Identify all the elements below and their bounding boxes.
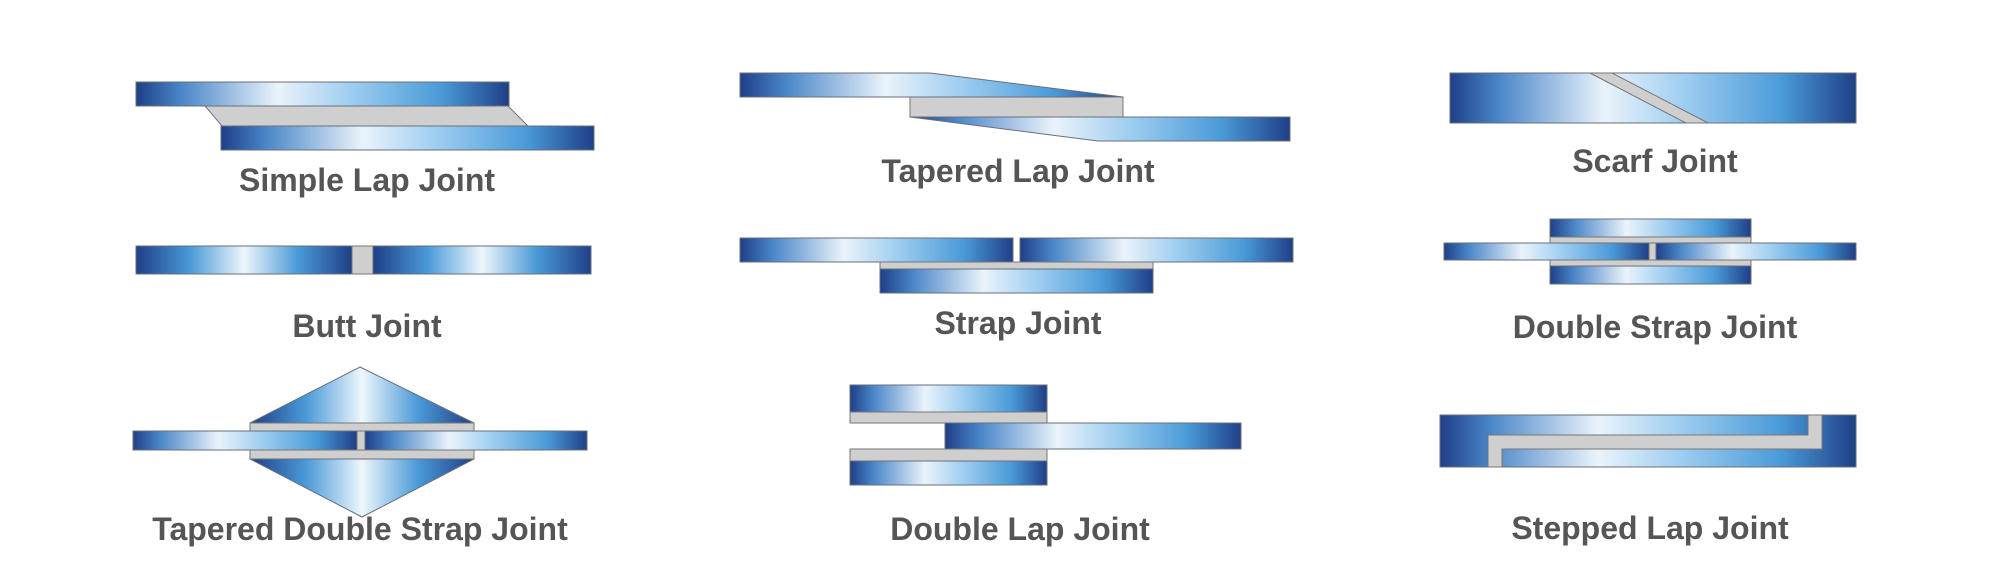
double-strap-joint: Double Strap Joint <box>1443 218 1857 345</box>
bottom-tapered-strap <box>249 458 475 518</box>
double-strap-joint-label: Double Strap Joint <box>1513 309 1798 345</box>
top-tapered-strap <box>249 366 475 424</box>
scarf-joint-label: Scarf Joint <box>1572 143 1738 179</box>
bottom-adhesive <box>849 448 1048 462</box>
strap-plate <box>879 268 1154 294</box>
butt-joint-label: Butt Joint <box>292 308 442 344</box>
scarf-joint: Scarf Joint <box>1449 72 1857 179</box>
left-plate <box>135 245 353 275</box>
left-plate <box>739 237 1014 263</box>
double-lap-joint-label: Double Lap Joint <box>890 511 1150 547</box>
right-plate <box>1019 237 1294 263</box>
simple-lap-joint-label: Simple Lap Joint <box>239 162 495 198</box>
gap-adhesive <box>356 430 366 451</box>
bottom-strap <box>1549 265 1752 285</box>
tapered-lap-joint: Tapered Lap Joint <box>739 72 1291 189</box>
stepped-lap-joint: Stepped Lap Joint <box>1439 414 1857 546</box>
lower-tapered-plate <box>909 116 1291 142</box>
lower-plate <box>220 125 595 151</box>
adhesive-layer <box>203 105 530 127</box>
top-strap <box>1549 218 1752 238</box>
adhesive-layer <box>351 245 374 275</box>
left-plate <box>132 430 358 451</box>
upper-tapered-plate <box>739 72 1124 98</box>
left-plate <box>1443 242 1650 261</box>
tapered-lap-joint-label: Tapered Lap Joint <box>881 153 1155 189</box>
strap-joint: Strap Joint <box>739 237 1294 341</box>
bottom-plate <box>849 460 1048 486</box>
middle-plate <box>944 422 1242 450</box>
tapered-double-strap-joint-label: Tapered Double Strap Joint <box>152 511 568 547</box>
top-adhesive <box>849 411 1048 424</box>
double-lap-joint: Double Lap Joint <box>849 384 1242 547</box>
butt-joint: Butt Joint <box>135 245 592 344</box>
right-plate <box>1655 242 1857 261</box>
gap-adhesive <box>1648 242 1657 261</box>
top-adhesive <box>249 422 475 432</box>
top-adhesive <box>1549 236 1752 244</box>
stepped-adhesive <box>1487 414 1823 468</box>
stepped-lap-joint-label: Stepped Lap Joint <box>1511 510 1789 546</box>
tapered-double-strap-joint: Tapered Double Strap Joint <box>132 366 588 547</box>
top-plate <box>849 384 1048 413</box>
upper-plate <box>135 81 510 107</box>
bottom-adhesive <box>1549 259 1752 267</box>
right-plate <box>364 430 588 451</box>
bottom-adhesive <box>249 449 475 460</box>
adhesive-layer <box>909 96 1124 118</box>
adhesive-layer <box>879 261 1154 270</box>
adhesive-scarf-line <box>1589 72 1709 124</box>
strap-joint-label: Strap Joint <box>934 305 1101 341</box>
right-plate <box>372 245 592 275</box>
simple-lap-joint: Simple Lap Joint <box>135 81 595 198</box>
